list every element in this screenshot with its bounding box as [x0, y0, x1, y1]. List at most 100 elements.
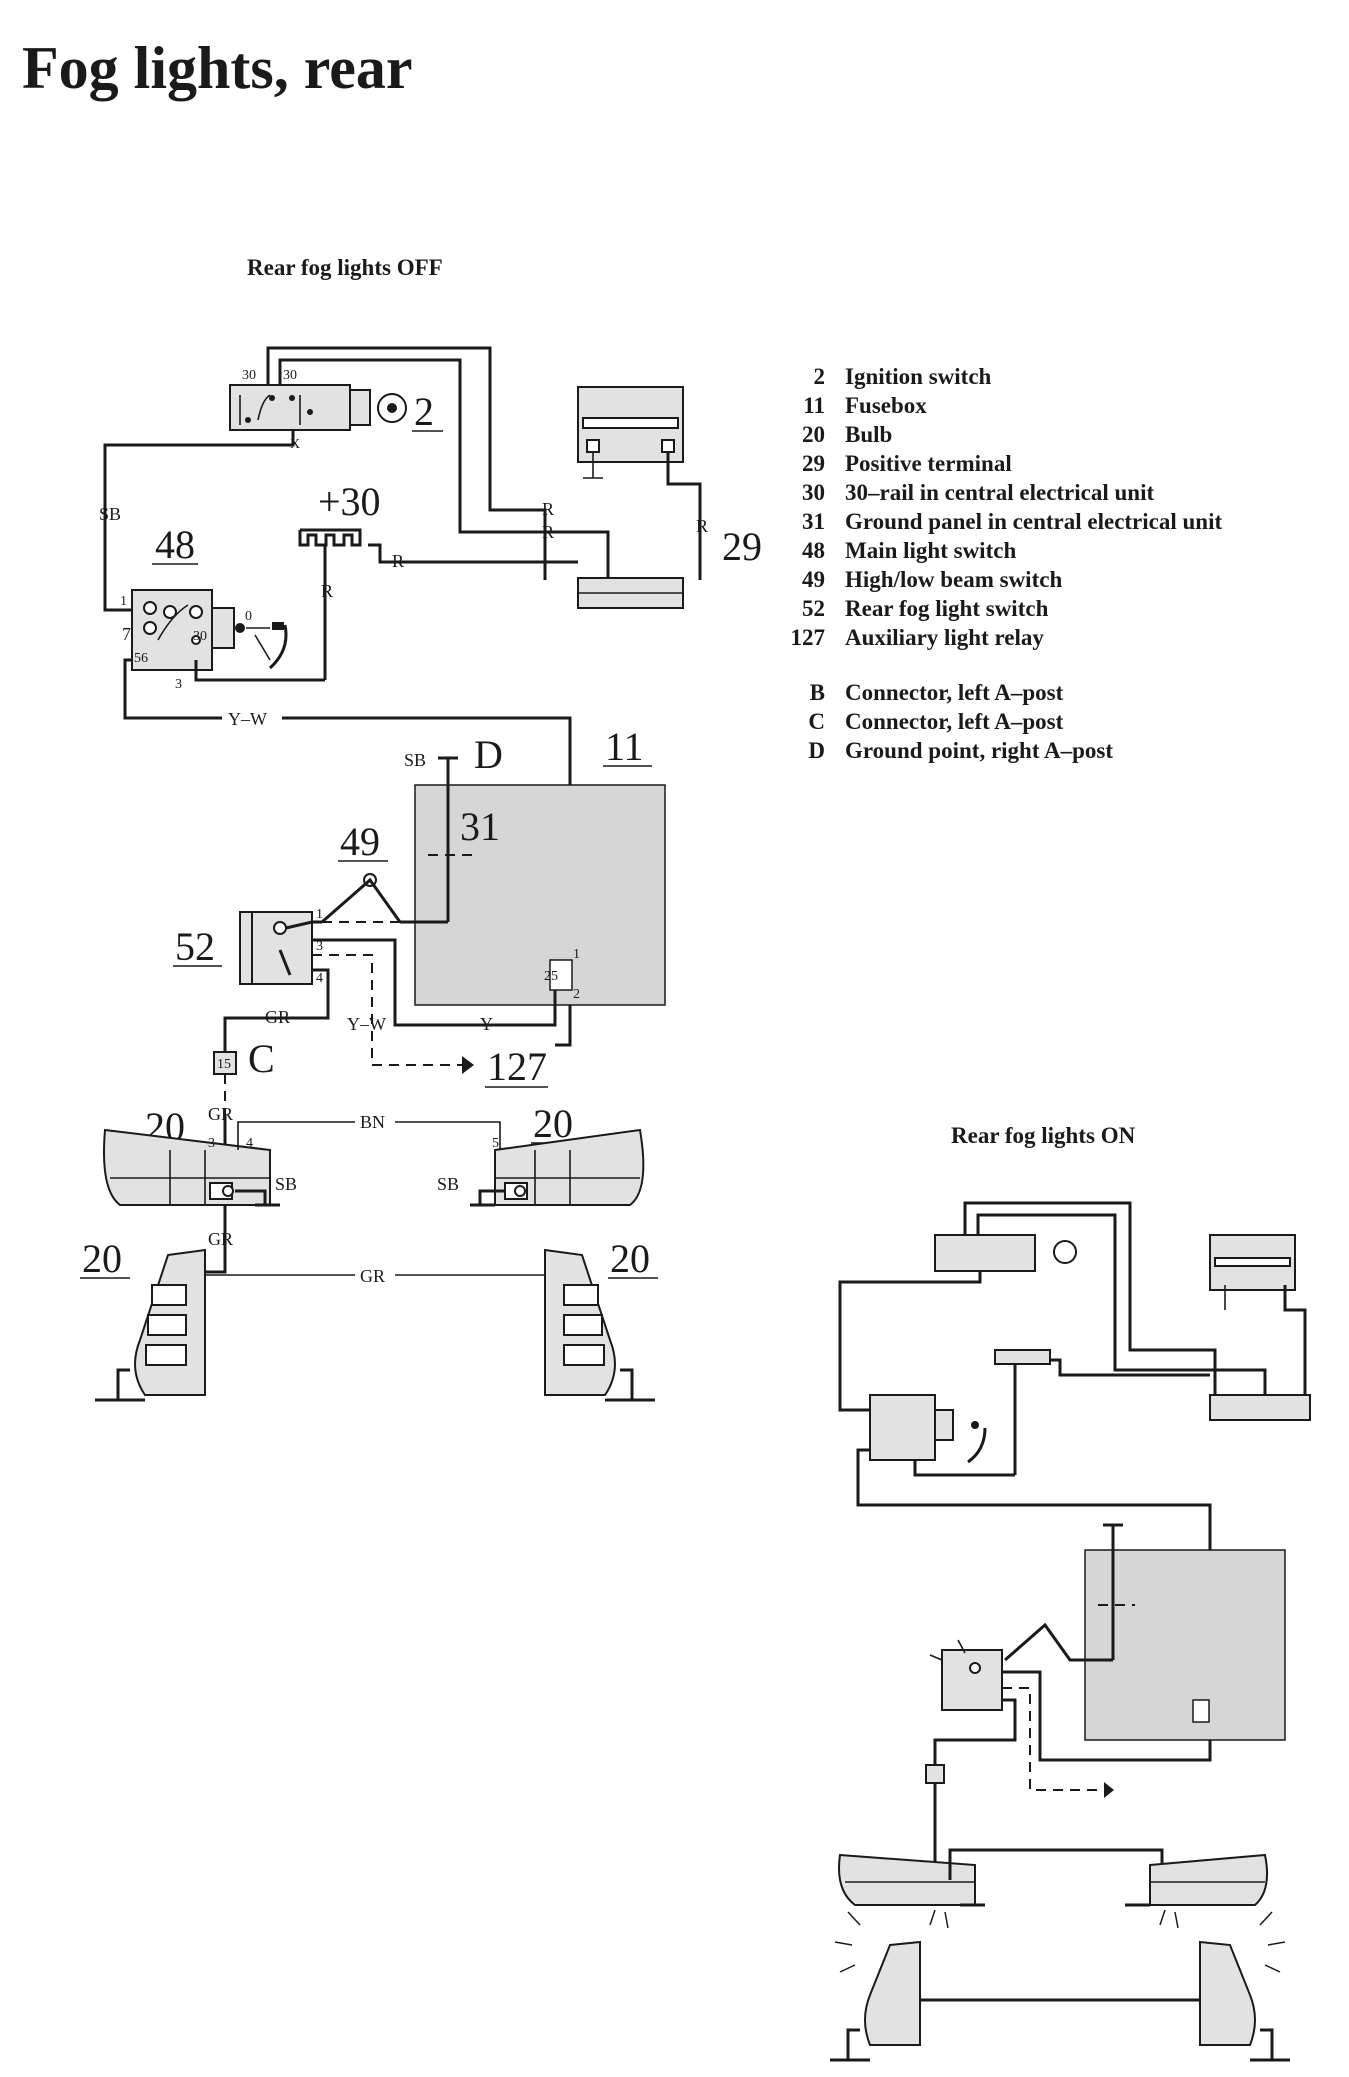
wire-yw — [123, 658, 572, 1047]
pin-52-3: 3 — [316, 939, 323, 954]
page-title: Fog lights, rear — [22, 35, 413, 101]
wire-ign-30b — [278, 358, 610, 580]
legend-text: Positive terminal — [845, 451, 1012, 476]
pin-ign-x: X — [290, 437, 300, 452]
wire-ign-30a — [266, 346, 547, 580]
pin-bulb-3: 3 — [208, 1136, 215, 1151]
legend-num: 30 — [802, 480, 825, 505]
wire-battery — [666, 452, 702, 580]
label-relay: 127 — [487, 1044, 547, 1089]
main-light-switch — [131, 589, 288, 671]
off-diagram-heading: Rear fog lights OFF — [247, 255, 443, 280]
rear-lamp-right — [470, 1128, 645, 1207]
side-lamp-right — [544, 1248, 655, 1402]
label-fusebox: 11 — [605, 724, 644, 769]
plus30-rail — [298, 528, 362, 547]
pin-ign-30b: 30 — [283, 368, 297, 383]
pin-fuse-1: 1 — [573, 947, 580, 962]
wire-label-r3: R — [696, 516, 708, 536]
relay-arrow — [462, 1056, 474, 1074]
wire-52-1 — [285, 920, 322, 930]
label-bulb-right-bottom: 20 — [610, 1236, 650, 1281]
wire-label-r1: R — [542, 499, 554, 519]
label-main-switch: 48 — [155, 522, 195, 567]
legend-text: 30–rail in central electrical unit — [845, 480, 1154, 505]
fog-light-switch — [239, 911, 313, 985]
legend-text: High/low beam switch — [845, 567, 1062, 592]
pin-bulb-5: 5 — [492, 1136, 499, 1151]
fusebox-panel — [414, 784, 666, 1006]
legend-num: 48 — [802, 538, 825, 563]
legend-num: 49 — [802, 567, 825, 592]
label-plus30: +30 — [318, 479, 381, 524]
wire-sb — [103, 430, 295, 612]
wire-label-yw-52: Y–W — [347, 1014, 386, 1034]
wire-label-sb-d: SB — [404, 750, 426, 770]
side-lamp-left — [95, 1248, 206, 1402]
pin-bulb-4: 4 — [246, 1136, 253, 1151]
connector-letter: C — [808, 709, 825, 734]
label-battery: 29 — [722, 524, 762, 569]
pin-conn-15: 15 — [217, 1057, 231, 1072]
legend-num: 31 — [802, 509, 825, 534]
pin-52-1: 1 — [316, 907, 323, 922]
wire-label-r4: R — [392, 551, 404, 571]
battery — [577, 386, 684, 479]
beam-switch — [321, 877, 402, 924]
wire-label-gr-bottom: GR — [360, 1266, 385, 1286]
connector-text: Connector, left A–post — [845, 680, 1064, 705]
legend-text: Fusebox — [845, 393, 927, 418]
pin-52-4: 4 — [316, 971, 323, 986]
wire-label-r5: R — [321, 581, 333, 601]
wire-48-30 — [194, 660, 325, 682]
label-fog-switch: 52 — [175, 924, 215, 969]
legend-num: 52 — [802, 596, 825, 621]
pin-48-0: 0 — [245, 609, 252, 624]
label-ignition: 2 — [414, 389, 434, 434]
label-connector: C — [248, 1036, 275, 1081]
legend-num: 11 — [803, 393, 825, 418]
legend-text: Rear fog light switch — [845, 596, 1049, 621]
legend-num: 20 — [802, 422, 825, 447]
wire-label-r2: R — [542, 522, 554, 542]
off-diagram: 2 30 30 X SB R R R 29 +30 R — [80, 346, 762, 1402]
wire-label-sb-left: SB — [99, 504, 121, 524]
wire-label-sb-bulb-left: SB — [275, 1174, 297, 1194]
connector-letter: B — [810, 680, 825, 705]
connector-text: Connector, left A–post — [845, 709, 1064, 734]
ignition-switch — [229, 384, 407, 431]
wire-label-y: Y — [480, 1014, 493, 1034]
legend-text: Ignition switch — [845, 364, 992, 389]
wire-label-bn: BN — [360, 1112, 385, 1132]
wire-52-y — [312, 938, 557, 1027]
on-diagram-heading: Rear fog lights ON — [951, 1123, 1136, 1148]
label-ground-point: D — [474, 732, 503, 777]
wire-label-gr-c: GR — [208, 1104, 233, 1124]
wire-label-gr-52: GR — [265, 1007, 290, 1027]
pin-fuse-2: 2 — [573, 987, 580, 1002]
pin-48-56: 56 — [134, 651, 148, 666]
connector-text: Ground point, right A–post — [845, 738, 1113, 763]
wire-label-gr-bulb: GR — [208, 1229, 233, 1249]
label-bulb-right-top: 20 — [533, 1101, 573, 1146]
legend-num: 29 — [802, 451, 825, 476]
legend-text: Ground panel in central electrical unit — [845, 509, 1222, 534]
connector-letter: D — [808, 738, 825, 763]
pin-48-7: 7 — [122, 624, 131, 644]
legend-text: Main light switch — [845, 538, 1016, 563]
pin-48-1: 1 — [120, 594, 127, 609]
wire-52-gr — [223, 968, 330, 1052]
wire-gr-bulb — [205, 1205, 227, 1274]
wire-label-sb-bulb-right: SB — [437, 1174, 459, 1194]
legend-text: Auxiliary light relay — [845, 625, 1044, 650]
legend: 2 Ignition switch 11 Fusebox 20 Bulb 29 … — [791, 364, 1223, 763]
label-bulb-left-bottom: 20 — [82, 1236, 122, 1281]
legend-text: Bulb — [845, 422, 892, 447]
label-ground-panel: 31 — [460, 804, 500, 849]
legend-num: 2 — [814, 364, 826, 389]
wire-plus30-rail — [368, 543, 578, 564]
pin-48-3: 3 — [175, 677, 182, 692]
rear-lamp-left — [103, 1128, 280, 1207]
pin-fuse-25: 25 — [544, 969, 558, 984]
